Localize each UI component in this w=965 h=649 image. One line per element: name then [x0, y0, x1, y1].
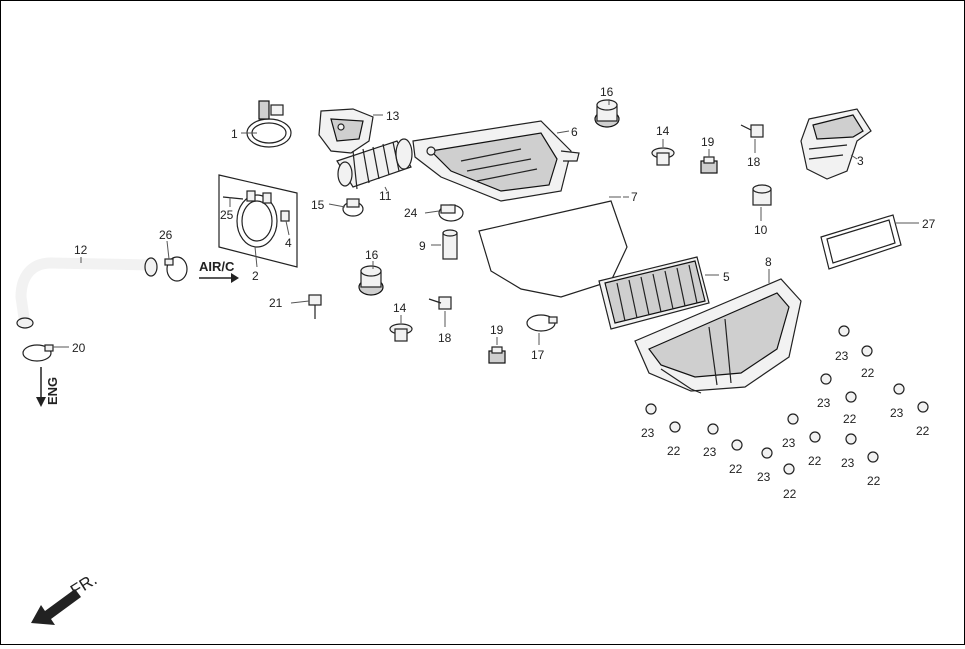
front-direction-arrow-icon	[31, 589, 81, 625]
label-part-5: 5	[723, 270, 730, 284]
part-14-push-nut-top	[651, 147, 675, 166]
label-part-23: 23	[782, 436, 796, 450]
part-2-panel	[218, 174, 298, 268]
air-c-direction-label: AIR/C	[199, 259, 235, 274]
label-part-17: 17	[531, 348, 545, 362]
label-part-25: 25	[220, 208, 234, 222]
label-part-10: 10	[754, 223, 768, 237]
label-part-16-top: 16	[600, 85, 614, 99]
label-part-21: 21	[269, 296, 283, 310]
label-part-23: 23	[641, 426, 655, 440]
part-19-clip-mid	[488, 346, 506, 364]
label-part-7: 7	[631, 190, 638, 204]
label-part-16-mid: 16	[365, 248, 379, 262]
label-part-27: 27	[922, 217, 936, 231]
label-part-14-mid: 14	[393, 301, 407, 315]
part-15-clamp	[342, 198, 364, 217]
part-11-intake-boot	[336, 138, 413, 190]
part-16-grommet-mid	[358, 265, 384, 296]
label-part-9: 9	[419, 239, 426, 253]
part-8-airbox-lower	[634, 278, 802, 394]
label-part-11: 11	[379, 189, 392, 203]
label-part-6: 6	[571, 125, 578, 139]
label-part-2: 2	[252, 269, 259, 283]
leader-lines	[36, 99, 919, 407]
label-part-1: 1	[231, 127, 238, 141]
label-part-23: 23	[703, 445, 717, 459]
label-part-14-top: 14	[656, 124, 670, 138]
label-part-23: 23	[890, 406, 904, 420]
part-18-bolt-top	[740, 124, 764, 138]
label-part-4: 4	[285, 236, 292, 250]
label-part-22: 22	[729, 462, 743, 476]
part-27-gasket	[820, 214, 902, 270]
label-part-19-top: 19	[701, 135, 715, 149]
label-part-23: 23	[757, 470, 771, 484]
eng-direction-label: ENG	[45, 377, 60, 405]
label-part-23: 23	[835, 349, 849, 363]
label-part-22: 22	[783, 487, 797, 501]
part-16-grommet-top	[594, 99, 620, 128]
label-part-24: 24	[404, 206, 418, 220]
label-part-3: 3	[857, 154, 864, 168]
part-13-bracket	[318, 108, 374, 154]
part-24-clamp	[438, 204, 464, 222]
label-part-22: 22	[808, 454, 822, 468]
label-part-23: 23	[841, 456, 855, 470]
label-part-12: 12	[74, 243, 88, 257]
label-part-18-mid: 18	[438, 331, 452, 345]
label-part-22: 22	[861, 366, 875, 380]
part-17-clamp	[526, 314, 558, 332]
part-3-duct	[800, 108, 872, 180]
label-part-8: 8	[765, 255, 772, 269]
label-part-19-mid: 19	[490, 323, 504, 337]
part-9-tube	[442, 229, 458, 260]
part-18-bolt-mid	[428, 296, 452, 310]
label-part-26: 26	[159, 228, 173, 242]
label-part-22: 22	[916, 424, 930, 438]
label-part-23: 23	[817, 396, 831, 410]
label-part-15: 15	[311, 198, 325, 212]
part-10-cap	[752, 184, 772, 206]
part-5-filter	[598, 256, 710, 330]
label-part-22: 22	[667, 444, 681, 458]
part-12-hose	[15, 257, 158, 329]
part-20-clamp	[22, 344, 54, 362]
part-labels: 1 2 3 4 5 6 7 8 9 10 11 12 13 14 14 15 1…	[72, 85, 936, 501]
part-26-clamp	[164, 256, 188, 282]
label-part-18-top: 18	[747, 155, 761, 169]
washer-screw-group	[645, 325, 929, 475]
label-part-13: 13	[386, 109, 400, 123]
part-19-clip-top	[700, 156, 718, 174]
part-6-airbox-upper	[412, 120, 580, 202]
label-part-22: 22	[843, 412, 857, 426]
part-7-seal	[478, 200, 628, 298]
label-part-20: 20	[72, 341, 86, 355]
part-14-push-nut-mid	[389, 323, 413, 342]
part-21-bolt	[308, 294, 322, 319]
label-part-22: 22	[867, 474, 881, 488]
part-1-clamp	[246, 100, 292, 148]
